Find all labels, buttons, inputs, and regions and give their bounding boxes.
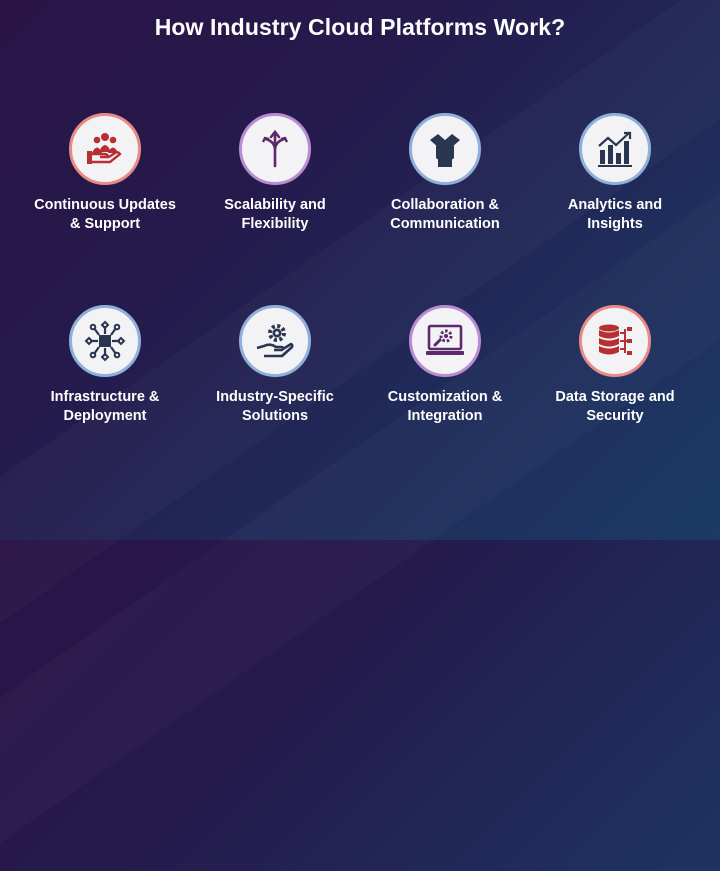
- network-chip-icon: [84, 320, 126, 362]
- handshake-icon: [430, 134, 460, 167]
- card-collaboration[interactable]: Collaboration & Communication: [360, 113, 530, 234]
- icon-circle: [579, 305, 651, 377]
- icon-circle: [409, 305, 481, 377]
- card-data-storage[interactable]: Data Storage and Security: [530, 305, 700, 426]
- split-arrows-icon: [261, 129, 289, 168]
- icon-circle: [239, 113, 311, 185]
- card-customization[interactable]: Customization & Integration: [360, 305, 530, 426]
- card-scalability[interactable]: Scalability and Flexibility: [190, 113, 360, 234]
- bar-chart-icon: [598, 131, 632, 167]
- card-label: Scalability and Flexibility: [224, 197, 326, 232]
- card-label: Infrastructure & Deployment: [50, 389, 160, 424]
- card-industry-specific[interactable]: Industry-Specific Solutions: [190, 305, 360, 426]
- icon-circle: [409, 113, 481, 185]
- icon-circle: [69, 305, 141, 377]
- card-infrastructure[interactable]: Infrastructure & Deployment: [20, 305, 190, 426]
- card-analytics[interactable]: Analytics and Insights: [530, 113, 700, 234]
- hand-gear-icon: [256, 324, 294, 358]
- card-label: Analytics and Insights: [567, 197, 663, 232]
- card-label: Data Storage and Security: [555, 389, 675, 424]
- icon-circle: [239, 305, 311, 377]
- hand-people-icon: [87, 133, 122, 164]
- icon-circle: [579, 113, 651, 185]
- card-continuous-updates[interactable]: Continuous Updates & Support: [20, 113, 190, 234]
- card-label: Industry-Specific Solutions: [216, 389, 334, 424]
- database-icon: [599, 324, 632, 355]
- card-label: Customization & Integration: [387, 389, 503, 424]
- monitor-tools-icon: [426, 324, 464, 355]
- card-label: Continuous Updates & Support: [34, 197, 176, 232]
- icon-circle: [69, 113, 141, 185]
- card-label: Collaboration & Communication: [390, 197, 500, 232]
- page-title: How Industry Cloud Platforms Work?: [154, 14, 566, 40]
